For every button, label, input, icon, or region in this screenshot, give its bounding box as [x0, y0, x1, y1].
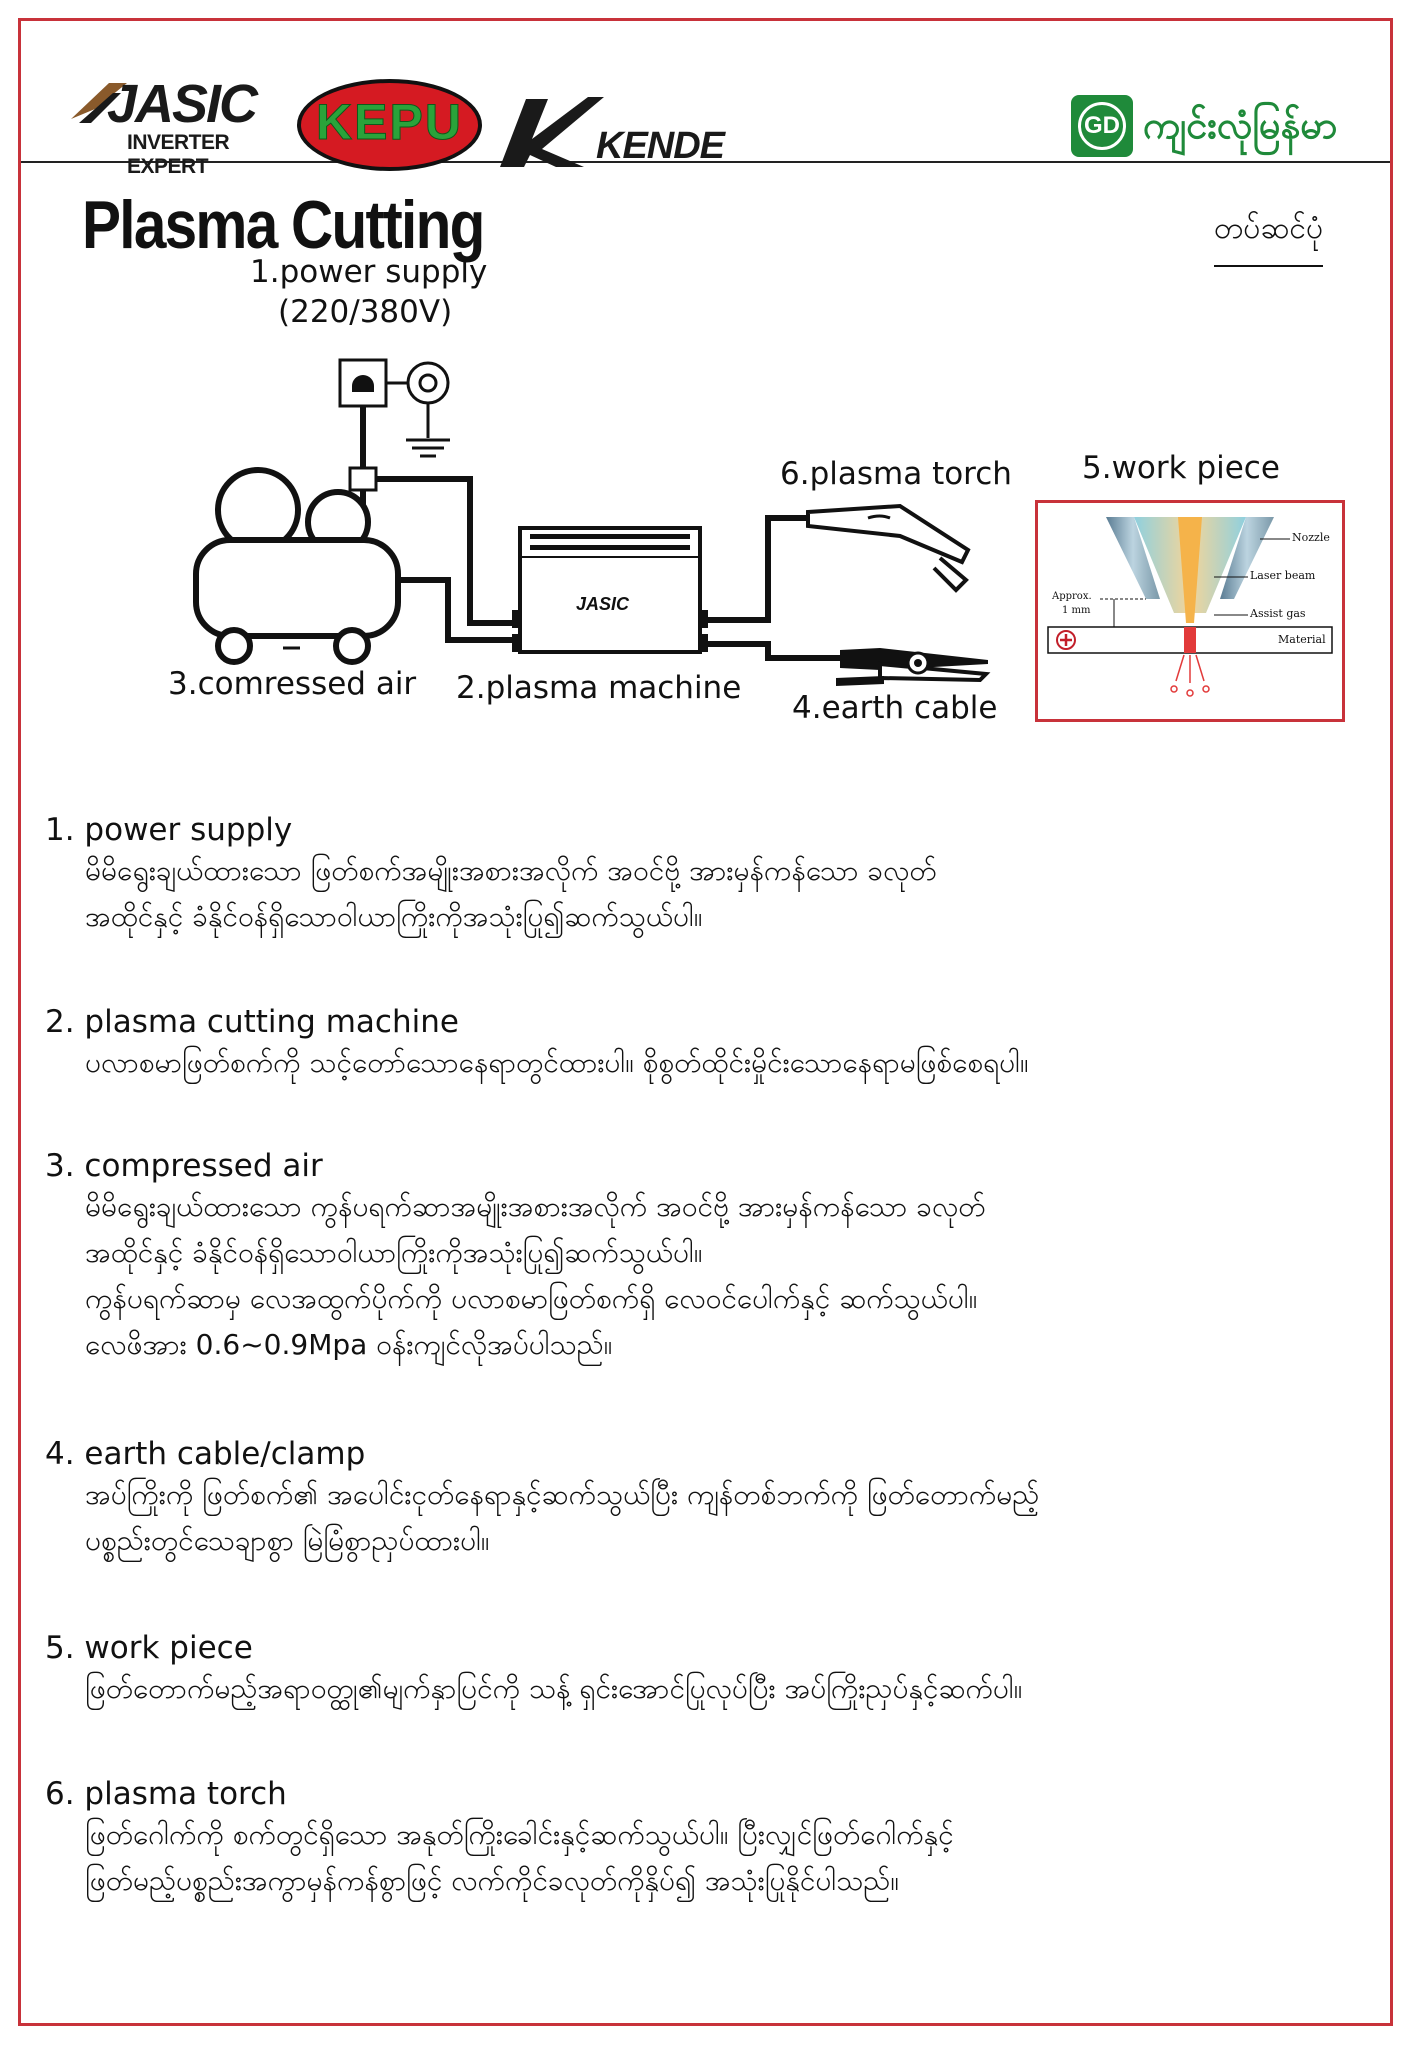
section-heading: 5. work piece [45, 1630, 253, 1666]
gd-mark-text: GD [1078, 102, 1126, 150]
section-line: ပစ္စည်းတွင်သေချာစွာ မြဲမြံစွာညှပ်ထားပါ။ [85, 1524, 490, 1557]
jasic-logo: JASIC INVERTER EXPERT [69, 73, 289, 178]
label-work-piece: 5.work piece [1082, 450, 1280, 486]
section-line: အပ်ကြိုးကို ဖြတ်စက်၏ အပေါင်းငုတ်နေရာနှင့… [85, 1478, 1040, 1511]
section-heading: 3. compressed air [45, 1148, 323, 1184]
section-line: ဖြတ်မည့်ပစ္စည်းအကွာမှန်ကန်စွာဖြင့် လက်ကိ… [85, 1864, 899, 1897]
section-line: အထိုင်နှင့် ခံနိုင်ဝန်ရှိသောဝါယာကြိုးကို… [85, 1236, 703, 1269]
label-approx: Approx. [1052, 591, 1092, 602]
diagram-drawing [193, 358, 991, 686]
header-bar: JASIC INVERTER EXPERT KEPU KENDE GD ကျင်… [21, 21, 1390, 178]
installation-tag: တပ်ဆင်ပုံ [1214, 208, 1324, 267]
label-laser-beam: Laser beam [1250, 569, 1316, 582]
section-heading: 4. earth cable/clamp [45, 1436, 366, 1472]
section-line: ကွန်ပရက်ဆာမှ လေအထွက်ပိုက်ကို ပလာစမာဖြတ်စ… [85, 1282, 978, 1315]
section-plasma-machine: 2. plasma cutting machine ပလာစမာဖြတ်စက်က… [45, 1004, 1385, 1086]
air-compressor-icon [193, 467, 528, 665]
section-line: လေဖိအား 0.6~0.9Mpa ဝန်းကျင်လိုအပ်ပါသည်။ [85, 1328, 613, 1361]
jasic-brand: JASIC [107, 74, 258, 134]
jasic-tagline: INVERTER EXPERT [127, 131, 230, 178]
label-plasma-machine: 2.plasma machine [456, 670, 742, 706]
label-1mm: 1 mm [1062, 605, 1091, 616]
label-power-supply-voltage: (220/380V) [278, 294, 453, 330]
cutting-detail-drawing [1047, 517, 1333, 697]
section-heading: 6. plasma torch [45, 1776, 287, 1812]
label-earth-cable: 4.earth cable [792, 690, 998, 726]
gd-mark: GD [1071, 95, 1133, 157]
section-line: ဖြတ်ဂေါက်ကို စက်တွင်ရှိသော အနုတ်ကြိုးခေါ… [85, 1818, 954, 1851]
work-piece-detail: Nozzle Laser beam Approx. 1 mm Assist ga… [1035, 500, 1345, 722]
label-compressed-air: 3.comressed air [168, 666, 417, 702]
plasma-machine-icon [512, 526, 708, 654]
section-line: ဖြတ်တောက်မည့်အရာဝတ္ထု၏မျက်နှာပြင်ကို သန့… [85, 1672, 1023, 1705]
plasma-torch-icon [806, 503, 971, 593]
kepu-brand: KEPU [316, 94, 463, 151]
section-power-supply: 1. power supply မိမိရွေးချယ်ထားသော ဖြတ်စ… [45, 812, 1385, 940]
section-line: မိမိရွေးချယ်ထားသော ဖြတ်စက်အမျိုးအစားအလို… [85, 854, 937, 887]
label-nozzle: Nozzle [1292, 531, 1330, 544]
page-title: Plasma Cutting [82, 187, 485, 263]
label-plasma-torch: 6.plasma torch [780, 456, 1012, 492]
section-heading: 2. plasma cutting machine [45, 1004, 459, 1040]
label-power-supply: 1.power supply [250, 254, 488, 290]
label-assist-gas: Assist gas [1250, 607, 1306, 620]
jasic-swoosh-icon [71, 83, 127, 123]
earth-clamp-icon [836, 648, 991, 686]
kepu-logo: KEPU [297, 79, 482, 171]
section-plasma-torch: 6. plasma torch ဖြတ်ဂေါက်ကို စက်တွင်ရှိသ… [45, 1776, 1385, 1904]
gd-company-name: ကျင်းလုံမြန်မာ [1143, 103, 1338, 147]
page-frame [18, 18, 1393, 2026]
kepu-oval [297, 79, 482, 171]
kende-k-icon [500, 97, 604, 167]
section-earth-cable: 4. earth cable/clamp အပ်ကြိုးကို ဖြတ်စက်… [45, 1436, 1385, 1564]
section-line: မိမိရွေးချယ်ထားသော ကွန်ပရက်ဆာအမျိုးအစားအ… [85, 1190, 986, 1223]
plasma-setup-diagram: 1.power supply (220/380V) 6.plasma torch… [0, 254, 1415, 780]
kende-brand: KENDE [596, 125, 725, 167]
kende-logo: KENDE [496, 89, 731, 169]
section-work-piece: 5. work piece ဖြတ်တောက်မည့်အရာဝတ္ထု၏မျက်… [45, 1630, 1385, 1712]
power-socket-icon [338, 358, 450, 458]
gd-logo: GD ကျင်းလုံမြန်မာ [1071, 95, 1381, 161]
section-compressed-air: 3. compressed air မိမိရွေးချယ်ထားသော ကွန… [45, 1148, 1385, 1368]
machine-brand-label: JASIC [576, 594, 630, 614]
section-heading: 1. power supply [45, 812, 293, 848]
label-material: Material [1278, 633, 1326, 646]
section-line: အထိုင်နှင့် ခံနိုင်ဝန်ရှိသောဝါယာကြိုးကို… [85, 900, 703, 933]
section-line: ပလာစမာဖြတ်စက်ကို သင့်တော်သောနေရာတွင်ထားပ… [85, 1046, 1029, 1079]
